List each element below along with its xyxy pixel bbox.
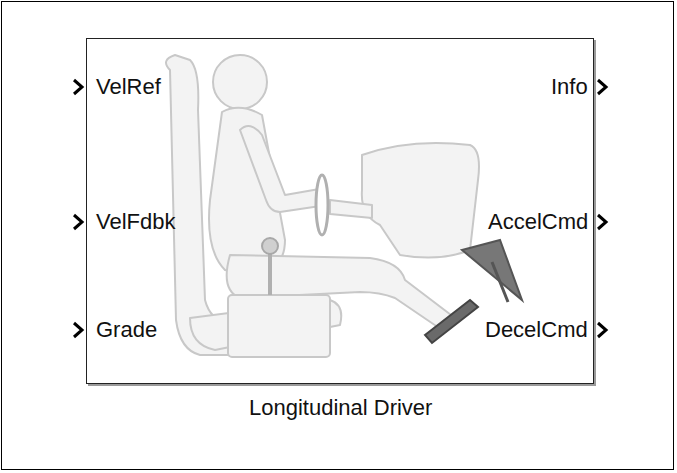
port-name: VelRef xyxy=(96,76,161,98)
port-name: AccelCmd xyxy=(488,211,588,233)
port-name: DecelCmd xyxy=(485,319,588,341)
port-name: Grade xyxy=(96,319,157,341)
port-name: Info xyxy=(551,76,588,98)
port-name: VelFdbk xyxy=(96,211,176,233)
block-name: Longitudinal Driver xyxy=(249,397,432,419)
